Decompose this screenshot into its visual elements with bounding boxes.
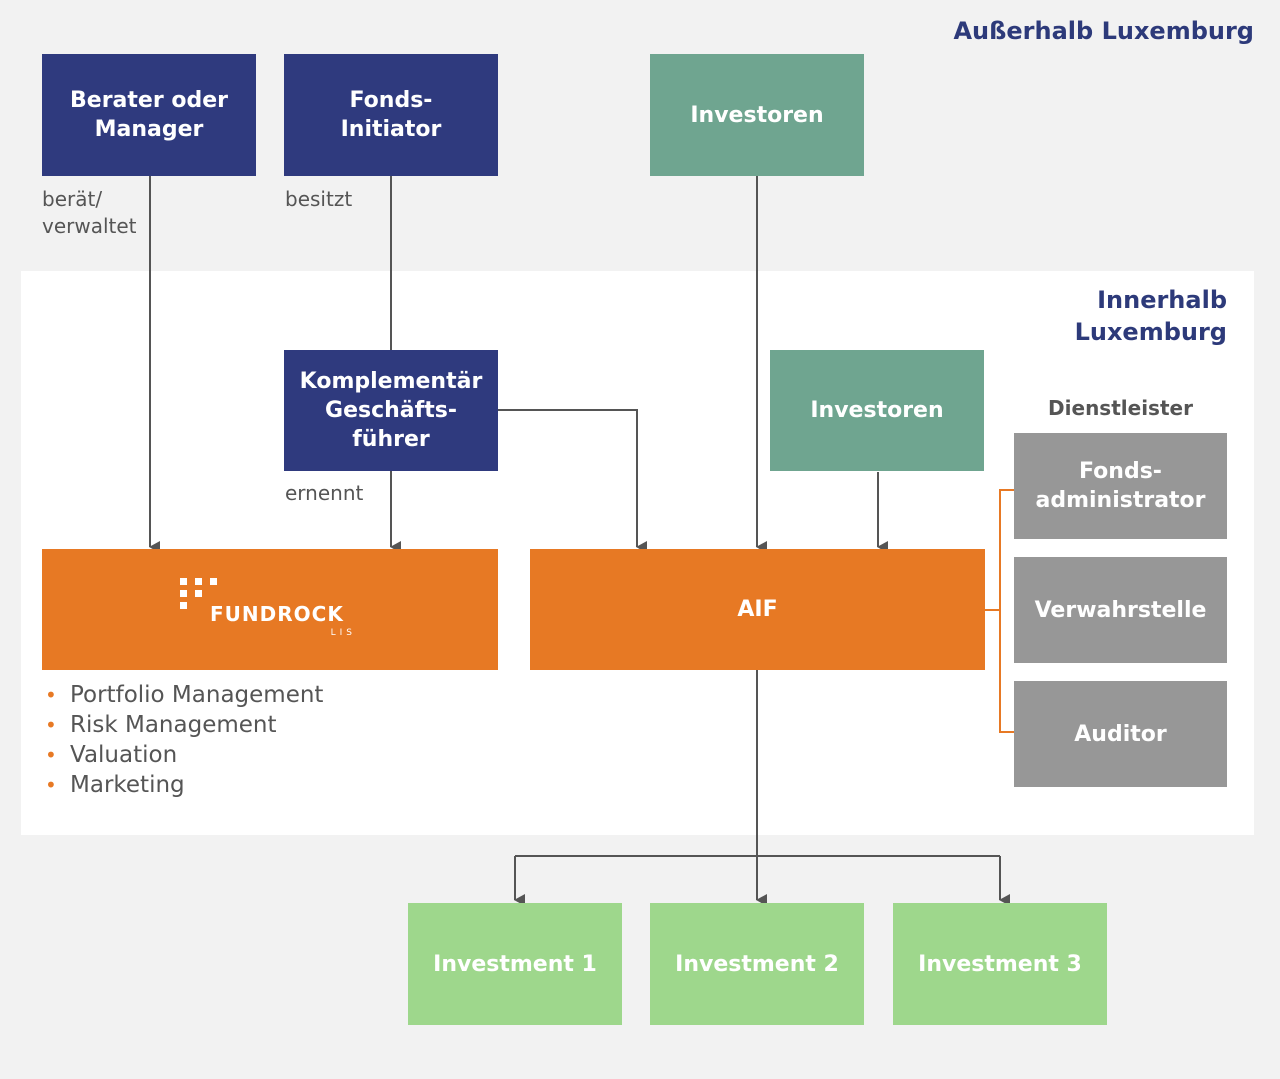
node-fondsadministrator: Fonds- administrator (1014, 433, 1227, 539)
bullet-dot-icon: • (45, 713, 57, 737)
logo-square-icon (180, 601, 187, 609)
list-item: •Portfolio Management (45, 682, 324, 708)
fundrock-lis: LIS (330, 627, 356, 638)
bullet-dot-icon: • (45, 743, 57, 767)
fundrock-logo: FUNDROCK LIS (180, 577, 360, 642)
edge-label-besitzt: besitzt (285, 187, 353, 211)
list-item: •Marketing (45, 772, 185, 798)
dienstleister-label: Dienstleister (1048, 396, 1193, 420)
logo-square-icon (180, 577, 187, 585)
bullet-dot-icon: • (45, 773, 57, 797)
fundrock-wordmark: FUNDROCK (210, 601, 344, 626)
node-investoren-outside: Investoren (650, 54, 864, 176)
edge-label-beraet-verwaltet: berät/ verwaltet (42, 187, 137, 238)
inside-region-label: Innerhalb Luxemburg (1074, 286, 1227, 346)
logo-square-icon (180, 589, 187, 597)
node-auditor: Auditor (1014, 681, 1227, 787)
list-item: •Valuation (45, 742, 178, 768)
list-item: •Risk Management (45, 712, 277, 738)
fundrock-services-list: •Portfolio Management •Risk Management •… (42, 680, 323, 800)
node-berater-oder-manager: Berater oder Manager (42, 54, 256, 176)
node-verwahrstelle: Verwahrstelle (1014, 557, 1227, 663)
dienstleister-bracket (985, 489, 1014, 733)
node-investment-3: Investment 3 (893, 903, 1107, 1025)
logo-square-icon (210, 577, 217, 585)
node-investment-2: Investment 2 (650, 903, 864, 1025)
node-investoren-inside: Investoren (770, 350, 984, 471)
node-komplementaer-geschaeftsfuehrer: Komplementär Geschäfts- führer (284, 350, 498, 471)
edge-komplementaer-aif (497, 409, 647, 553)
edge-label-ernennt: ernennt (285, 481, 364, 505)
node-fonds-initiator: Fonds- Initiator (284, 54, 498, 176)
node-fundrock: FUNDROCK LIS (42, 549, 498, 670)
node-investment-1: Investment 1 (408, 903, 622, 1025)
node-aif: AIF (530, 549, 985, 670)
bullet-dot-icon: • (45, 683, 57, 707)
logo-square-icon (195, 589, 202, 597)
outside-region-label: Außerhalb Luxemburg (953, 17, 1254, 45)
logo-square-icon (195, 577, 202, 585)
